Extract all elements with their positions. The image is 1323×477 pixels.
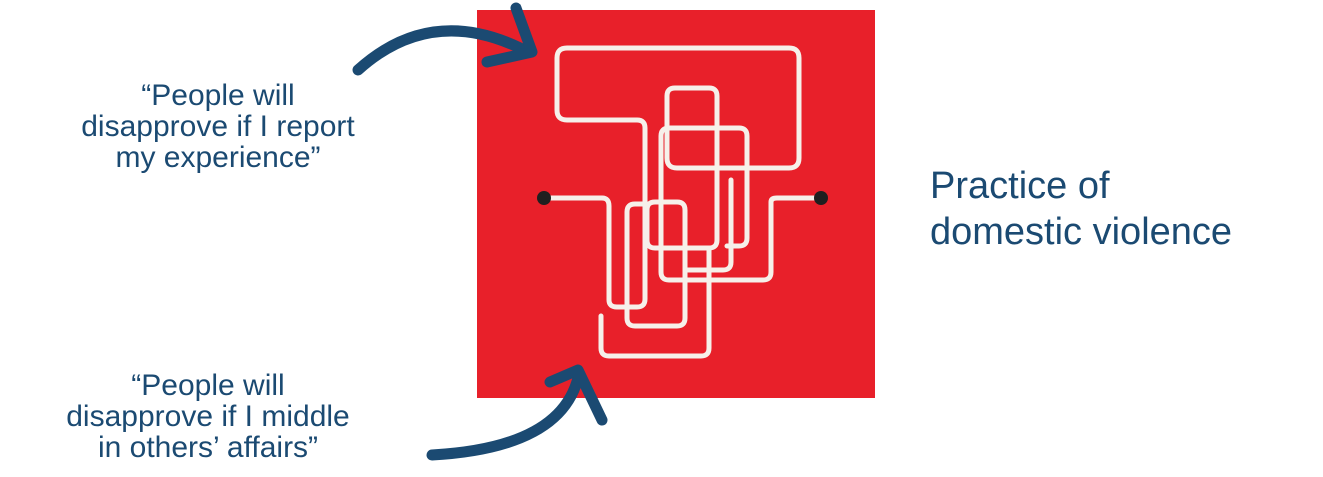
maze-start-dot [537, 191, 551, 205]
maze-end-dot [814, 191, 828, 205]
result-label: Practice of domestic violence [930, 165, 1233, 253]
quote-middle-affairs: “People will disapprove if I middle in o… [66, 369, 350, 464]
quote-report-experience: “People will disapprove if I report my e… [81, 79, 355, 174]
maze-illustration [477, 10, 875, 398]
tangled-path-icon [477, 10, 875, 398]
maze-path [541, 45, 824, 359]
